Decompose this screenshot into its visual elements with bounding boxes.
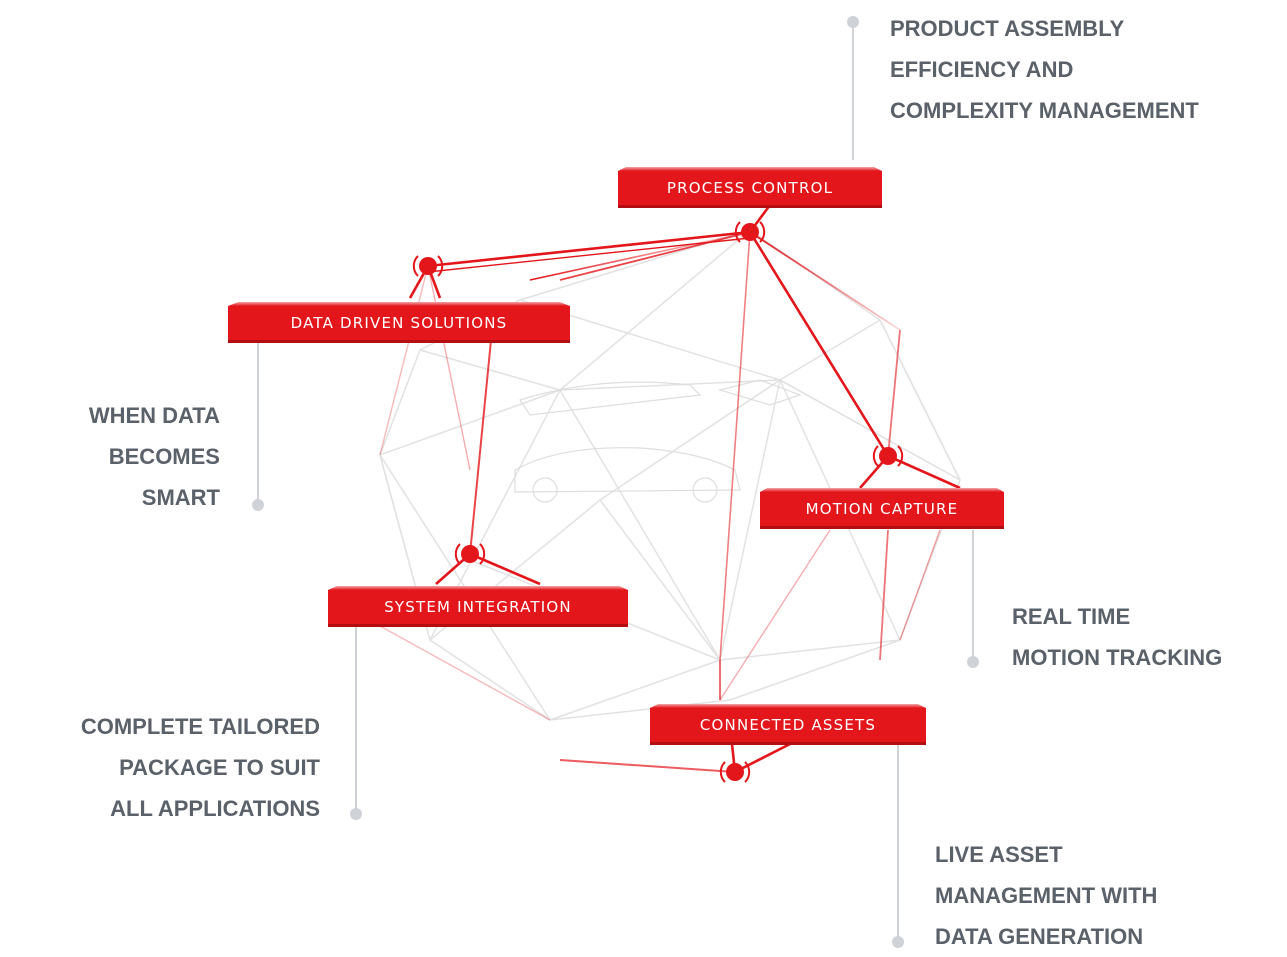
node-data-driven-solutions[interactable]: DATA DRIVEN SOLUTIONS bbox=[228, 306, 570, 340]
node-system-integration-label: SYSTEM INTEGRATION bbox=[384, 598, 572, 616]
callout-line: DATA GENERATION bbox=[935, 924, 1144, 949]
node-dots bbox=[419, 223, 897, 781]
callout-system-integration: COMPLETE TAILORED PACKAGE TO SUIT ALL AP… bbox=[0, 706, 320, 829]
node-process-control[interactable]: PROCESS CONTROL bbox=[618, 171, 882, 205]
callout-line: WHEN DATA bbox=[88, 403, 220, 428]
callout-line: BECOMES bbox=[108, 444, 220, 469]
node-connected-assets[interactable]: CONNECTED ASSETS bbox=[650, 708, 926, 742]
node-connected-assets-label: CONNECTED ASSETS bbox=[699, 716, 877, 734]
callout-line: MANAGEMENT WITH bbox=[935, 883, 1158, 908]
node-process-control-label: PROCESS CONTROL bbox=[666, 179, 834, 197]
leader-dots bbox=[252, 16, 979, 948]
node-motion-capture-label: MOTION CAPTURE bbox=[805, 500, 959, 518]
callout-process-control: PRODUCT ASSEMBLY EFFICIENCY AND COMPLEXI… bbox=[890, 8, 1199, 131]
callout-line: ALL APPLICATIONS bbox=[110, 796, 320, 821]
node-data-driven-solutions-label: DATA DRIVEN SOLUTIONS bbox=[290, 314, 508, 332]
leader-lines bbox=[257, 22, 974, 942]
callout-line: COMPLEXITY MANAGEMENT bbox=[890, 98, 1199, 123]
callout-line: LIVE ASSET bbox=[935, 842, 1063, 867]
callout-line: PACKAGE TO SUIT bbox=[119, 755, 320, 780]
callout-motion-capture: REAL TIME MOTION TRACKING bbox=[1012, 596, 1222, 678]
vehicle-sketch bbox=[514, 379, 802, 503]
callout-line: SMART bbox=[141, 485, 220, 510]
node-system-integration[interactable]: SYSTEM INTEGRATION bbox=[328, 590, 628, 624]
callout-line: PRODUCT ASSEMBLY bbox=[890, 16, 1125, 41]
callout-data-driven: WHEN DATA BECOMES SMART bbox=[20, 395, 220, 518]
callout-line: MOTION TRACKING bbox=[1012, 645, 1223, 670]
callout-line: REAL TIME bbox=[1012, 604, 1131, 629]
callout-line: EFFICIENCY AND bbox=[890, 57, 1074, 82]
callout-line: COMPLETE TAILORED bbox=[80, 714, 320, 739]
callout-connected-assets: LIVE ASSET MANAGEMENT WITH DATA GENERATI… bbox=[935, 834, 1157, 957]
node-motion-capture[interactable]: MOTION CAPTURE bbox=[760, 492, 1004, 526]
node-brackets bbox=[412, 221, 904, 783]
